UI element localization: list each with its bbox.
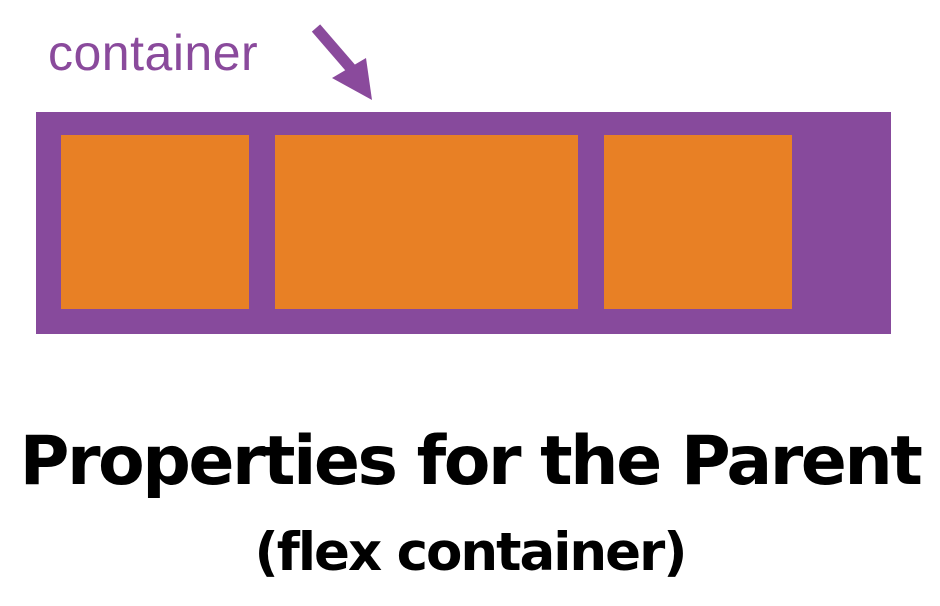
flex-item-1 xyxy=(61,135,249,309)
diagram-subtitle: (flex container) xyxy=(254,522,688,583)
flex-container-box xyxy=(36,112,891,334)
container-label: container xyxy=(48,25,259,81)
flex-item-2 xyxy=(275,135,578,309)
diagram-title: Properties for the Parent xyxy=(19,422,923,501)
flex-item-3 xyxy=(604,135,792,309)
arrow-down-right-icon xyxy=(311,24,372,100)
